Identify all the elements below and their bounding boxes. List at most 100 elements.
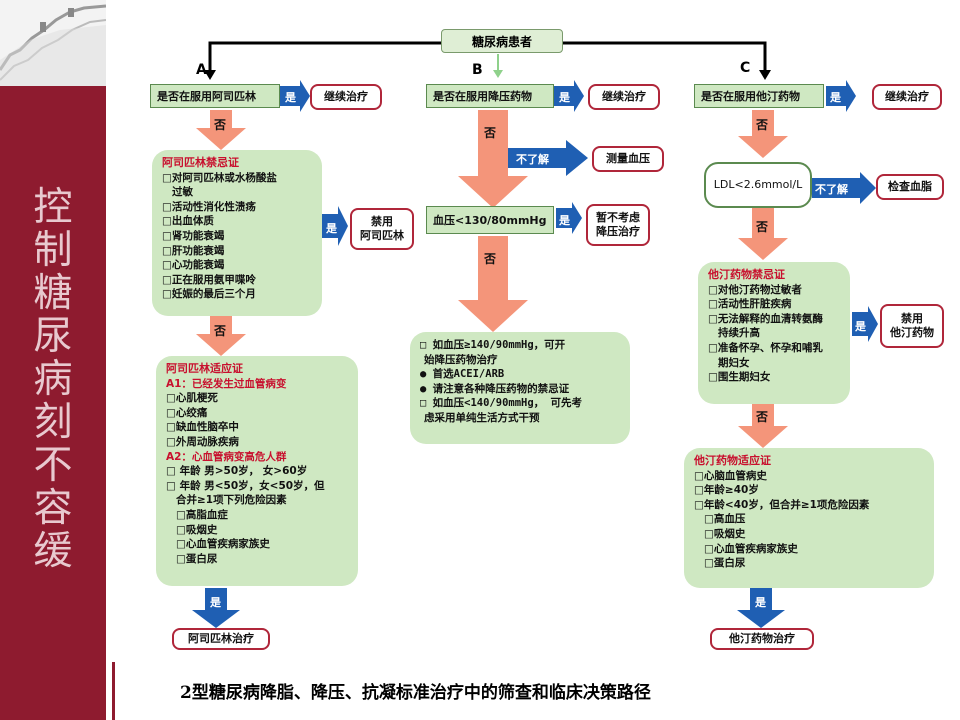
list-item: □肾功能衰竭 [162, 229, 225, 242]
divider-bar [112, 662, 115, 720]
list-item: □出血体质 [162, 215, 214, 228]
statin-contra-title: 他汀药物禁忌证 [708, 268, 785, 281]
aspirin-a1-heading: A1：已经发生过血管病变 [166, 377, 287, 390]
aspirin-contra-yes-label: 是 [326, 222, 337, 235]
list-item: □心肌梗死 [166, 392, 218, 405]
list-item: □心血管疾病家族史 [704, 542, 798, 555]
list-item: ● 请注意各种降压药物的禁忌证 [420, 382, 570, 395]
aspirin-yes-label: 是 [285, 91, 296, 104]
bp-drug-question: 是否在服用降压药物 [426, 84, 554, 108]
statin-ind-yes-label: 是 [755, 596, 766, 609]
root-node-diabetes-patients: 糖尿病患者 [441, 29, 563, 53]
list-item: □ 如血压≥140/90mmHg，可开 [420, 339, 566, 351]
branch-a-label: A [196, 62, 207, 78]
list-item: □妊娠的最后三个月 [162, 288, 256, 301]
list-item: □ 年龄 男<50岁，女<50岁，但 [166, 479, 325, 492]
aspirin-a2-heading: A2：心血管病变高危人群 [166, 450, 287, 463]
list-item: □ 年龄 男>50岁， 女>60岁 [166, 465, 308, 478]
list-item: 始降压药物治疗 [424, 353, 498, 366]
bp-yes-label: 是 [559, 91, 570, 104]
branch-b-down-arrows [458, 110, 528, 332]
list-item: □心血管疾病家族史 [176, 538, 270, 551]
list-item: □蛋白尿 [176, 552, 218, 565]
list-item: □对他汀药物过敏者 [708, 283, 802, 296]
statin-question: 是否在服用他汀药物 [694, 84, 824, 108]
measure-bp: 测量血压 [592, 146, 664, 172]
aspirin-contra-title: 阿司匹林禁忌证 [162, 156, 239, 169]
list-item: □心脑血管病史 [694, 469, 767, 482]
aspirin-no-label-2: 否 [214, 324, 227, 338]
statin-no-label: 否 [756, 118, 769, 132]
list-item: ● 首选ACEI/ARB [420, 368, 505, 381]
blue-yes-arrows [192, 80, 878, 628]
statin-indications-panel: 他汀药物适应证 □心脑血管病史 □年龄≥40岁 □年龄<40岁，但合并≥1项危险… [684, 448, 934, 588]
statin-continue: 继续治疗 [872, 84, 942, 110]
list-item: □围生期妇女 [708, 371, 771, 384]
list-item: □ 如血压<140/90mmHg， 可先考 [420, 397, 583, 410]
branch-c-down-arrows [738, 110, 788, 448]
check-lipids: 检查血脂 [876, 174, 944, 200]
list-item: □心绞痛 [166, 406, 208, 419]
statin-yes-label: 是 [830, 91, 841, 104]
list-item: □活动性肝脏疾病 [708, 298, 792, 311]
statin-no-label-2: 否 [756, 220, 769, 234]
list-item: □正在服用氨甲喋呤 [162, 273, 256, 286]
list-item: 持续升高 [718, 327, 760, 340]
list-item: 虑采用单纯生活方式干预 [424, 411, 540, 424]
statin-contraindications-panel: 他汀药物禁忌证 □对他汀药物过敏者 □活动性肝脏疾病 □无法解释的血清转氨酶 持… [698, 262, 850, 404]
list-item: □吸烟史 [176, 523, 218, 536]
aspirin-treatment: 阿司匹林治疗 [172, 628, 270, 650]
branch-a-down-arrows [196, 110, 246, 356]
list-item: □年龄<40岁，但合并≥1项危险因素 [694, 498, 870, 511]
statin-no-label-3: 否 [756, 410, 769, 424]
bp-unknown-label: 不了解 [516, 153, 549, 166]
list-item: □蛋白尿 [704, 557, 746, 570]
statin-ind-title: 他汀药物适应证 [694, 454, 771, 467]
figure-caption: 2型糖尿病降脂、降压、抗凝标准治疗中的筛查和临床决策路径 [180, 683, 651, 703]
statin-treatment: 他汀药物治疗 [710, 628, 814, 650]
bp-yes-label-2: 是 [559, 214, 570, 227]
aspirin-contraindications-panel: 阿司匹林禁忌证 □对阿司匹林或水杨酸盐 过敏 □活动性消化性溃疡 □出血体质 □… [152, 150, 322, 316]
list-item: □心功能衰竭 [162, 259, 225, 272]
list-item: □无法解释的血清转氨酶 [708, 312, 823, 325]
statin-contra-yes-label: 是 [855, 320, 866, 333]
aspirin-indications-panel: 阿司匹林适应证 A1：已经发生过血管病变 □心肌梗死 □心绞痛 □缺血性脑卒中 … [156, 356, 358, 586]
list-item: 过敏 [172, 186, 193, 199]
aspirin-continue: 继续治疗 [310, 84, 382, 110]
defer-bp-treatment: 暂不考虑降压治疗 [586, 204, 650, 246]
sidebar: 控 制 糖 尿 病 刻 不 容 缓 [0, 0, 106, 720]
aspirin-ind-title: 阿司匹林适应证 [166, 362, 243, 375]
list-item: □高血压 [704, 513, 746, 526]
bp-continue: 继续治疗 [588, 84, 660, 110]
bp-recommendations-panel: □ 如血压≥140/90mmHg，可开 始降压药物治疗 ● 首选ACEI/ARB… [410, 332, 630, 444]
list-item: □肝功能衰竭 [162, 244, 225, 257]
list-item: □吸烟史 [704, 527, 746, 540]
list-item: □活动性消化性溃疡 [162, 200, 256, 213]
list-item: □缺血性脑卒中 [166, 421, 239, 434]
list-item: 期妇女 [718, 356, 750, 369]
aspirin-ind-yes-label: 是 [210, 596, 221, 609]
connector-a [208, 41, 441, 74]
statin-unknown-label: 不了解 [815, 183, 848, 196]
connector-c [563, 41, 767, 74]
branch-c-label: C [740, 60, 751, 76]
bp-no-label-2: 否 [484, 252, 497, 266]
list-item: □准备怀孕、怀孕和哺乳 [708, 341, 823, 354]
aspirin-question: 是否在服用阿司匹林 [150, 84, 280, 108]
bp-threshold-question: 血压<130/80mmHg [426, 206, 554, 234]
ldl-question: LDL<2.6mmol/L [704, 162, 812, 208]
statin-banned: 禁用他汀药物 [880, 304, 944, 348]
aspirin-no-label: 否 [214, 118, 227, 132]
list-item: □高脂血症 [176, 508, 228, 521]
list-item: □年龄≥40岁 [694, 484, 759, 497]
list-item: □外周动脉疾病 [166, 435, 239, 448]
list-item: □对阿司匹林或水杨酸盐 [162, 171, 277, 184]
list-item: 合并≥1项下列危险因素 [176, 494, 287, 507]
vertical-slide-title: 控 制 糖 尿 病 刻 不 容 缓 [33, 185, 73, 574]
aspirin-banned: 禁用阿司匹林 [350, 208, 414, 250]
great-wall-logo [0, 0, 106, 86]
bp-no-label: 否 [484, 126, 497, 140]
sidebar-panel [0, 86, 106, 720]
branch-b-label: B [472, 62, 483, 78]
